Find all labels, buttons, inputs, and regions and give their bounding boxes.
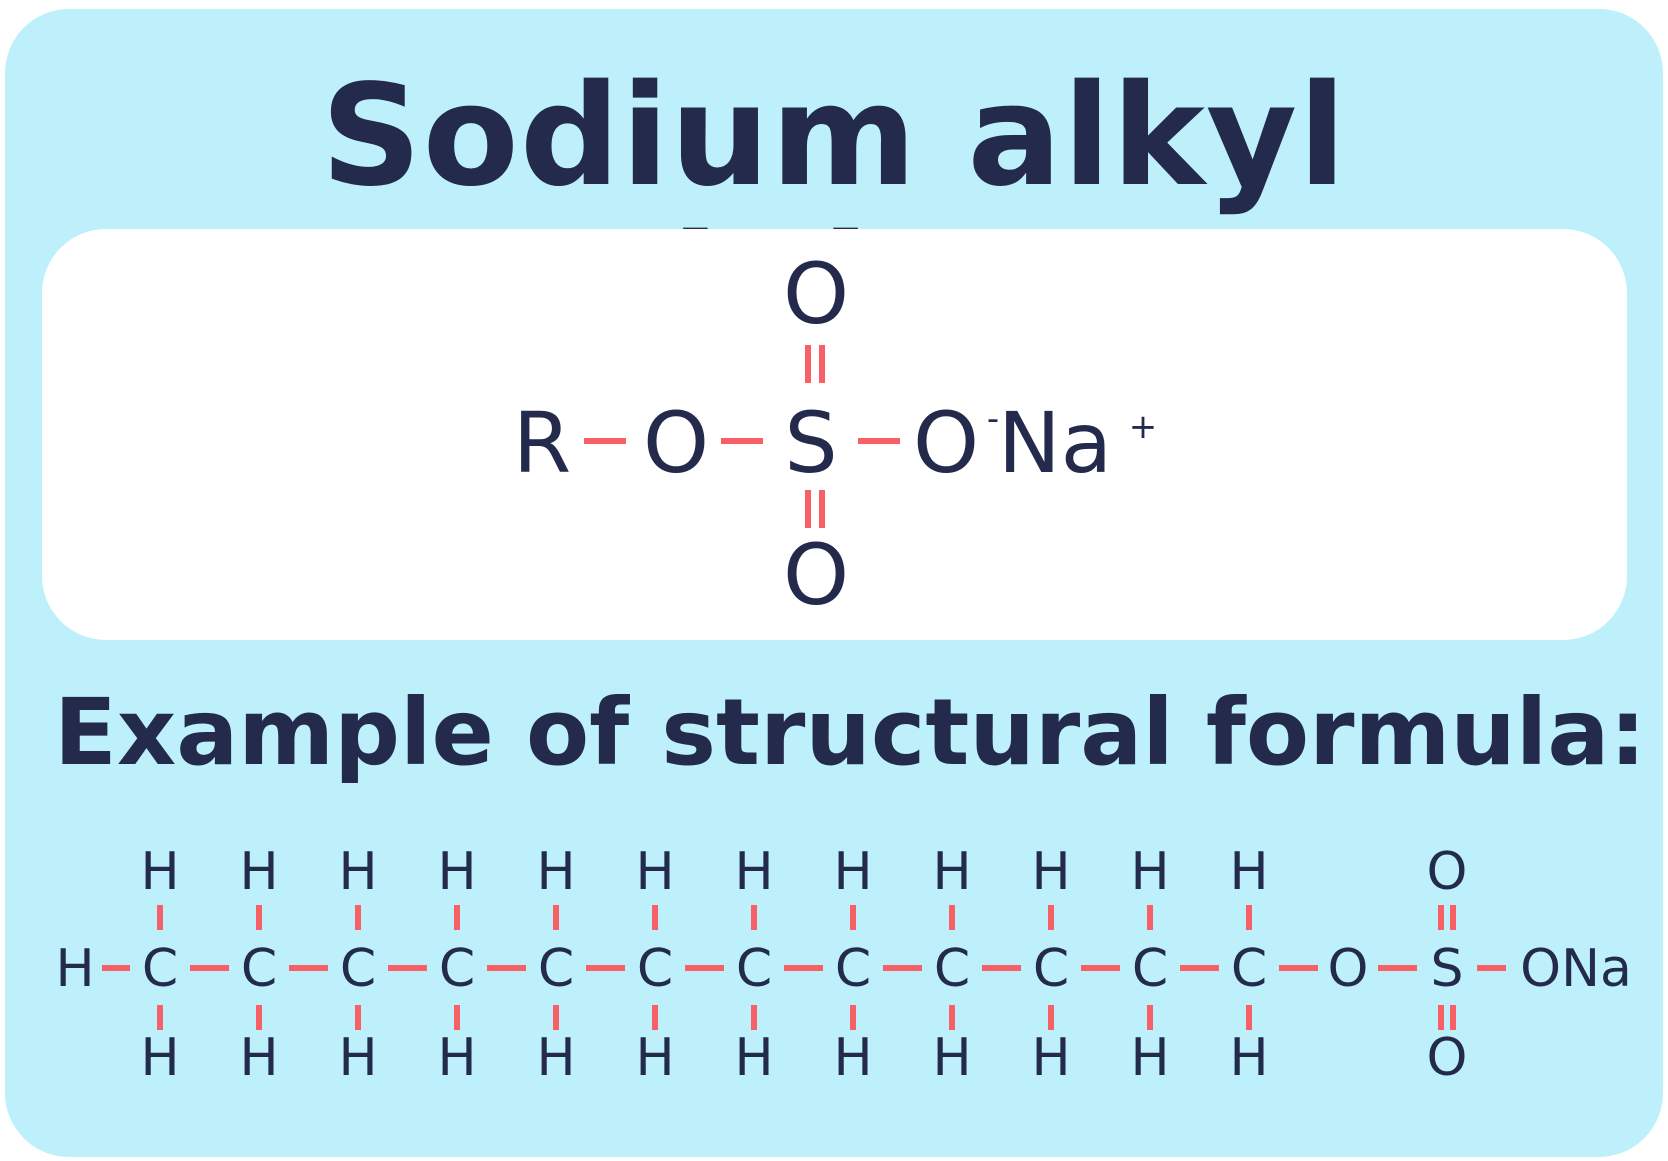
carbon-atom: C: [736, 939, 772, 999]
carbon-atom: C: [142, 939, 178, 999]
hydrogen-atom-bottom: H: [635, 1028, 674, 1088]
hydrogen-atom-top: H: [239, 842, 278, 902]
top-oxygen-atom: O: [1427, 842, 1468, 902]
hydrogen-atom-top: H: [635, 842, 674, 902]
oxygen-charge: -: [987, 399, 999, 439]
bottom-oxygen-atom: O: [783, 526, 849, 624]
sulfur-atom: S: [1430, 939, 1463, 999]
carbon-atom: C: [835, 939, 871, 999]
carbon-atom: C: [637, 939, 673, 999]
hydrogen-atom-bottom: H: [1130, 1028, 1169, 1088]
carbon-atom: C: [538, 939, 574, 999]
sodium-atom: Na: [998, 394, 1112, 492]
hydrogen-atom-bottom: H: [536, 1028, 575, 1088]
hydrogen-atom-top: H: [140, 842, 179, 902]
hydrogen-atom-bottom: H: [140, 1028, 179, 1088]
hydrogen-atom-bottom: H: [833, 1028, 872, 1088]
top-oxygen-atom: O: [783, 245, 849, 343]
carbon-atom: C: [439, 939, 475, 999]
terminal-hydrogen-atom: H: [55, 939, 94, 999]
carbon-atom: C: [241, 939, 277, 999]
general-formula: R O S O - Na + O O: [513, 245, 1157, 624]
carbon-atom: C: [340, 939, 376, 999]
ester-oxygen-atom: O: [1328, 939, 1369, 999]
r-group-atom: R: [513, 394, 571, 492]
hydrogen-atom-bottom: H: [1229, 1028, 1268, 1088]
hydrogen-atom-bottom: H: [734, 1028, 773, 1088]
ester-oxygen-atom: O: [643, 394, 709, 492]
hydrogen-atom-top: H: [833, 842, 872, 902]
hydrogen-atom-top: H: [932, 842, 971, 902]
sulfur-atom: S: [784, 394, 837, 492]
hydrogen-atom-top: H: [1031, 842, 1070, 902]
ionic-oxygen-atom: O: [913, 394, 979, 492]
hydrogen-atom-top: H: [1229, 842, 1268, 902]
hydrogen-atom-top: H: [338, 842, 377, 902]
bottom-oxygen-atom: O: [1427, 1028, 1468, 1088]
carbon-atom: C: [1231, 939, 1267, 999]
carbon-atom: C: [934, 939, 970, 999]
hydrogen-atom-top: H: [536, 842, 575, 902]
salt-group-label: ONa: [1520, 939, 1632, 999]
hydrogen-atom-bottom: H: [338, 1028, 377, 1088]
hydrogen-atom-top: H: [734, 842, 773, 902]
hydrogen-atom-top: H: [437, 842, 476, 902]
hydrogen-atom-bottom: H: [1031, 1028, 1070, 1088]
carbon-atom: C: [1033, 939, 1069, 999]
hydrogen-atom-top: H: [1130, 842, 1169, 902]
sodium-charge: +: [1129, 407, 1158, 447]
example-heading: Example of structural formula:: [54, 679, 1647, 786]
carbon-atom: C: [1132, 939, 1168, 999]
hydrogen-atom-bottom: H: [239, 1028, 278, 1088]
hydrogen-atom-bottom: H: [932, 1028, 971, 1088]
general-formula-panel: [42, 229, 1627, 640]
hydrogen-atom-bottom: H: [437, 1028, 476, 1088]
